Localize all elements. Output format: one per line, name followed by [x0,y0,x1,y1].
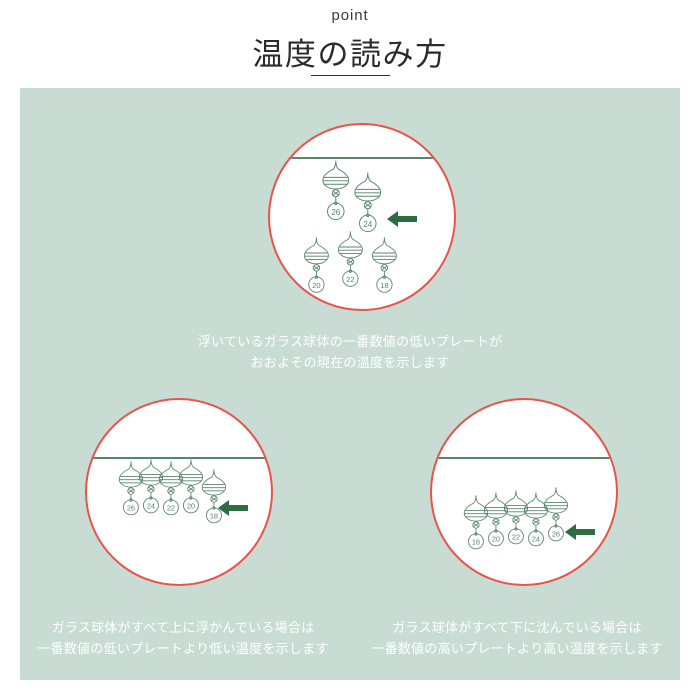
ball-number-plate-label: 20 [312,281,320,290]
page-title: 温度の読み方 [252,37,448,72]
waterline [87,457,271,459]
glass-ball-20: 20 [173,457,209,518]
diagram-circle-partially-floating: 26 24 20 [268,123,456,311]
ball-number-plate-label: 24 [363,220,373,229]
glass-ball-20: 20 [298,235,335,297]
caption-line: ガラス球体がすべて上に浮かんでいる場合は [51,620,315,635]
caption-line: おおよその現在の温度を示します [250,355,450,371]
caption-partially-floating: 浮いているガラス球体の一番数値の低いプレートが おおよその現在の温度を示します [150,331,550,374]
glass-ball-26: 26 [113,459,149,520]
caption-line: ガラス球体がすべて下に沈んでいる場合は [392,620,642,635]
ball-number-plate-label: 20 [492,534,500,543]
glass-ball-24: 24 [133,457,169,518]
glass-ball-24: 24 [348,170,388,237]
glass-ball-18: 18 [196,467,232,528]
glass-ball-18: 18 [458,493,494,554]
title-underline [311,75,390,76]
ball-number-plate-label: 22 [346,275,354,284]
caption-all-sunken: ガラス球体がすべて下に沈んでいる場合は 一番数値の高いプレートより高い温度を示し… [352,617,682,660]
ball-number-plate-label: 18 [472,537,480,546]
pointer-arrow-to-26 [565,522,595,542]
ball-number-plate-label: 18 [210,511,218,520]
ball-number-plate-label: 20 [187,501,195,510]
pointer-arrow-to-24 [387,209,417,229]
glass-ball-20: 20 [478,490,514,551]
eyebrow-label: point [331,7,369,24]
caption-all-floating: ガラス球体がすべて上に浮かんでいる場合は 一番数値の低いプレートより低い温度を示… [18,617,348,660]
glass-ball-24: 24 [518,490,554,551]
diagram-circle-all-floating: 26 24 22 [85,398,273,586]
glass-ball-26: 26 [316,158,356,225]
pointer-arrow-to-18 [218,498,248,518]
ball-number-plate-label: 22 [512,532,520,541]
glass-ball-22: 22 [332,229,369,291]
content-panel: 26 24 20 [20,88,680,680]
ball-number-plate-label: 26 [552,529,560,538]
glass-ball-22: 22 [498,488,534,549]
ball-number-plate-label: 26 [127,503,135,512]
caption-line: 浮いているガラス球体の一番数値の低いプレートが [197,334,503,349]
ball-number-plate-label: 26 [331,208,341,217]
glass-ball-18: 18 [366,235,403,297]
glass-ball-22: 22 [153,459,189,520]
diagram-circle-all-sunken: 18 20 22 [430,398,618,586]
ball-number-plate-label: 18 [380,281,388,290]
waterline [270,157,454,159]
caption-line: 一番数値の高いプレートより高い温度を示します [371,641,663,657]
caption-line: 一番数値の低いプレートより低い温度を示します [37,641,329,657]
ball-number-plate-label: 24 [532,534,540,543]
page-header: point 温度の読み方 [0,0,700,88]
ball-number-plate-label: 24 [147,501,155,510]
bottom-inner-strip [130,684,570,700]
ball-number-plate-label: 22 [167,503,175,512]
glass-ball-26: 26 [538,485,574,546]
waterline [432,457,616,459]
